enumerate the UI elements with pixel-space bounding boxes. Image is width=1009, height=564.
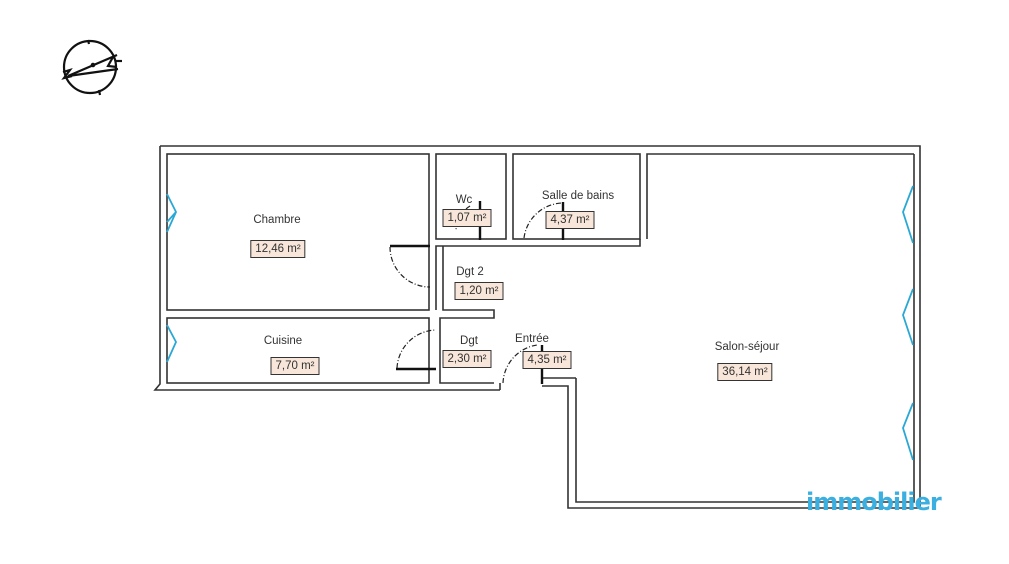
room-label-salon-sejour: Salon-séjour xyxy=(714,341,780,353)
outer-walls xyxy=(153,145,921,509)
room-label-salle-de-bains: Salle de bains xyxy=(541,190,615,202)
room-area-chambre: 12,46 m² xyxy=(250,240,306,258)
watermark-logo: immobilier xyxy=(806,488,942,516)
room-label-cuisine: Cuisine xyxy=(263,335,303,347)
room-label-wc: Wc xyxy=(455,194,473,206)
compass-north-icon xyxy=(61,39,122,96)
room-area-entree: 4,35 m² xyxy=(522,351,572,369)
room-area-dgt2: 1,20 m² xyxy=(454,282,504,300)
room-area-wc: 1,07 m² xyxy=(442,209,492,227)
windows xyxy=(166,185,914,461)
room-label-chambre: Chambre xyxy=(253,214,301,226)
room-label-dgt: Dgt xyxy=(460,335,478,347)
room-area-salle-de-bains: 4,37 m² xyxy=(545,211,595,229)
room-label-dgt2: Dgt 2 xyxy=(456,266,484,278)
room-area-salon-sejour: 36,14 m² xyxy=(717,363,773,381)
room-label-entree: Entrée xyxy=(515,333,549,345)
room-area-dgt: 2,30 m² xyxy=(442,350,492,368)
room-area-cuisine: 7,70 m² xyxy=(270,357,320,375)
